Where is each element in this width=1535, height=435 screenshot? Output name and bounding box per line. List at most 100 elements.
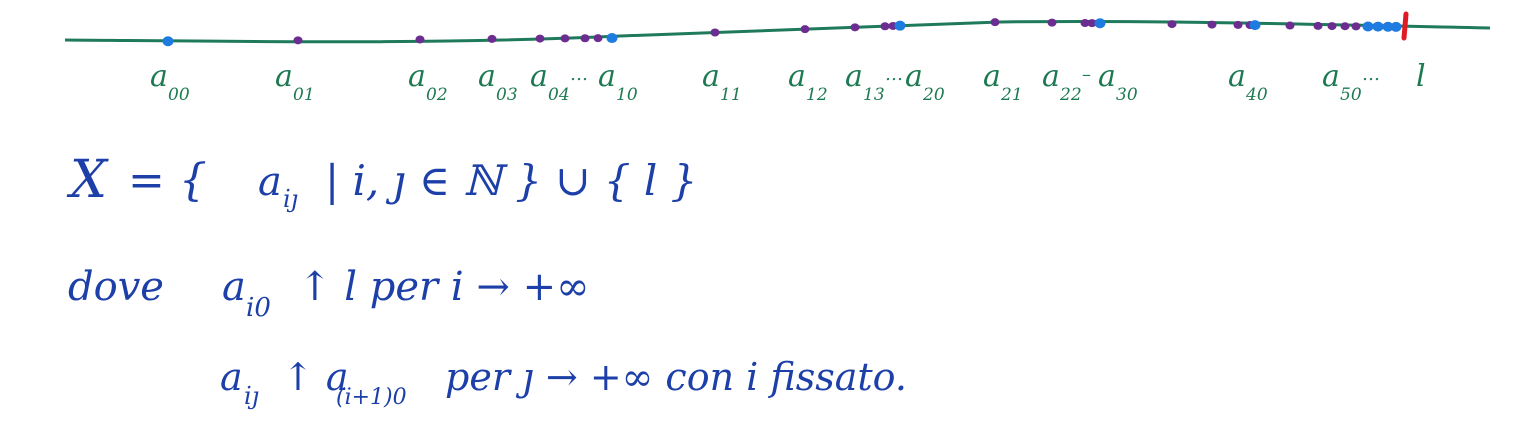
point-label-subscript: 04 [548,85,570,105]
limit-statement-j: a iȷ ↑ a (i+1)0 per ȷ → +∞ con i fissato… [220,355,907,410]
number-line-point [880,22,890,31]
number-line-point [1167,20,1177,29]
element-subscript: iȷ [283,185,298,213]
number-line-points [162,11,1409,47]
point-label-base: a [408,59,426,94]
point-label: a03 [478,59,518,105]
point-label-ellipsis: – [1082,64,1091,85]
number-line-point [1362,21,1374,32]
limit-mark [1401,11,1409,41]
number-line-point [1094,18,1106,29]
set-definition: X = { a iȷ | i, ȷ ∈ ℕ } ∪ { l } [66,150,697,213]
a-ij: a [220,355,243,399]
number-line-point [535,34,545,43]
element-a: a [258,159,282,205]
point-label-subscript: 10 [616,85,638,105]
point-label-base: a [788,59,806,94]
number-line-point [1327,22,1337,31]
number-line-point [1207,20,1217,29]
point-label-subscript: 20 [922,85,945,105]
point-label-base: a [1042,59,1060,94]
number-line-point [990,18,1000,27]
point-label-ellipsis: … [1362,64,1380,85]
point-label: a40 [1228,59,1268,105]
point-label: a22– [1042,59,1091,105]
point-label-base: a [598,59,616,94]
number-line-point [1313,21,1323,30]
point-label-subscript: 50 [1340,85,1362,105]
limit-j-text: per ȷ → +∞ con i fissato. [445,355,907,399]
point-label-subscript: 03 [496,85,518,105]
number-line-point [1047,18,1057,27]
number-line-point [1087,19,1097,28]
set-condition: | i, ȷ ∈ ℕ } ∪ { l } [325,156,697,205]
point-label-base: a [1228,59,1246,94]
number-line [64,19,1491,44]
point-label: l [1416,59,1426,94]
limit-i-text: ↑ l per i → +∞ [298,264,589,310]
number-line-point [1285,21,1295,30]
point-label-subscript: 40 [1245,85,1268,105]
point-label-base: a [845,59,863,94]
point-label-ellipsis: … [885,64,903,85]
point-label-subscript: 11 [720,85,742,105]
equals-brace: = { [128,155,207,206]
a-i0: a [222,264,246,310]
point-label-subscript: 00 [168,85,190,105]
point-label-base: a [1322,59,1340,94]
word-dove: dove [68,264,164,310]
number-line-point [1080,19,1090,28]
set-name: X [66,150,109,210]
point-label-ellipsis: … [570,64,588,85]
point-label-subscript: 30 [1116,85,1138,105]
point-label: a01 [275,59,315,105]
point-label-base: a [530,59,548,94]
number-line-point [593,34,603,43]
point-label-subscript: 01 [293,85,315,105]
number-line-point [580,34,590,43]
point-label: a10 [598,59,638,105]
point-label: a13… [845,59,903,105]
a-ij-subscript: iȷ [244,382,259,410]
point-label: a04… [530,59,588,105]
point-label-base: a [983,59,1001,94]
arrow-a: ↑ a [282,355,349,399]
number-line-point [293,36,303,45]
point-label-subscript: 13 [863,85,885,105]
number-line-point [894,20,906,31]
number-line-labels: a00a01a02a03a04…a10a11a12a13…a20a21a22–a… [150,59,1426,105]
point-label-subscript: 22 [1059,85,1082,105]
point-label: a20 [905,59,945,105]
number-line-point [1233,20,1243,29]
point-label-base: l [1416,59,1426,94]
number-line-point [487,34,497,43]
number-line-point [710,28,720,37]
point-label-subscript: 12 [806,85,828,105]
point-label: a50… [1322,59,1380,105]
number-line-point [850,23,860,32]
number-line-point [1340,22,1350,31]
point-label: a11 [702,59,742,105]
number-line-point [1390,21,1402,32]
a-i0-subscript: i0 [246,293,271,323]
point-label: a00 [150,59,190,105]
number-line-point [415,35,425,44]
number-line-point [1372,21,1384,32]
point-label-base: a [702,59,720,94]
number-line-point [1351,22,1361,31]
number-line-point [560,34,570,43]
point-label-subscript: 21 [1000,85,1023,105]
a-next-subscript: (i+1)0 [336,385,407,410]
point-label-base: a [905,59,923,94]
point-label-base: a [1098,59,1116,94]
number-line-point [162,36,174,47]
point-label-subscript: 02 [426,85,448,105]
limit-statement-i: dove a i0 ↑ l per i → +∞ [68,264,589,323]
point-label: a02 [408,59,448,105]
number-line-point [1382,21,1394,32]
point-label: a30 [1098,59,1138,105]
number-line-point [800,25,810,34]
number-line-point [1249,20,1261,31]
point-label-base: a [275,59,293,94]
